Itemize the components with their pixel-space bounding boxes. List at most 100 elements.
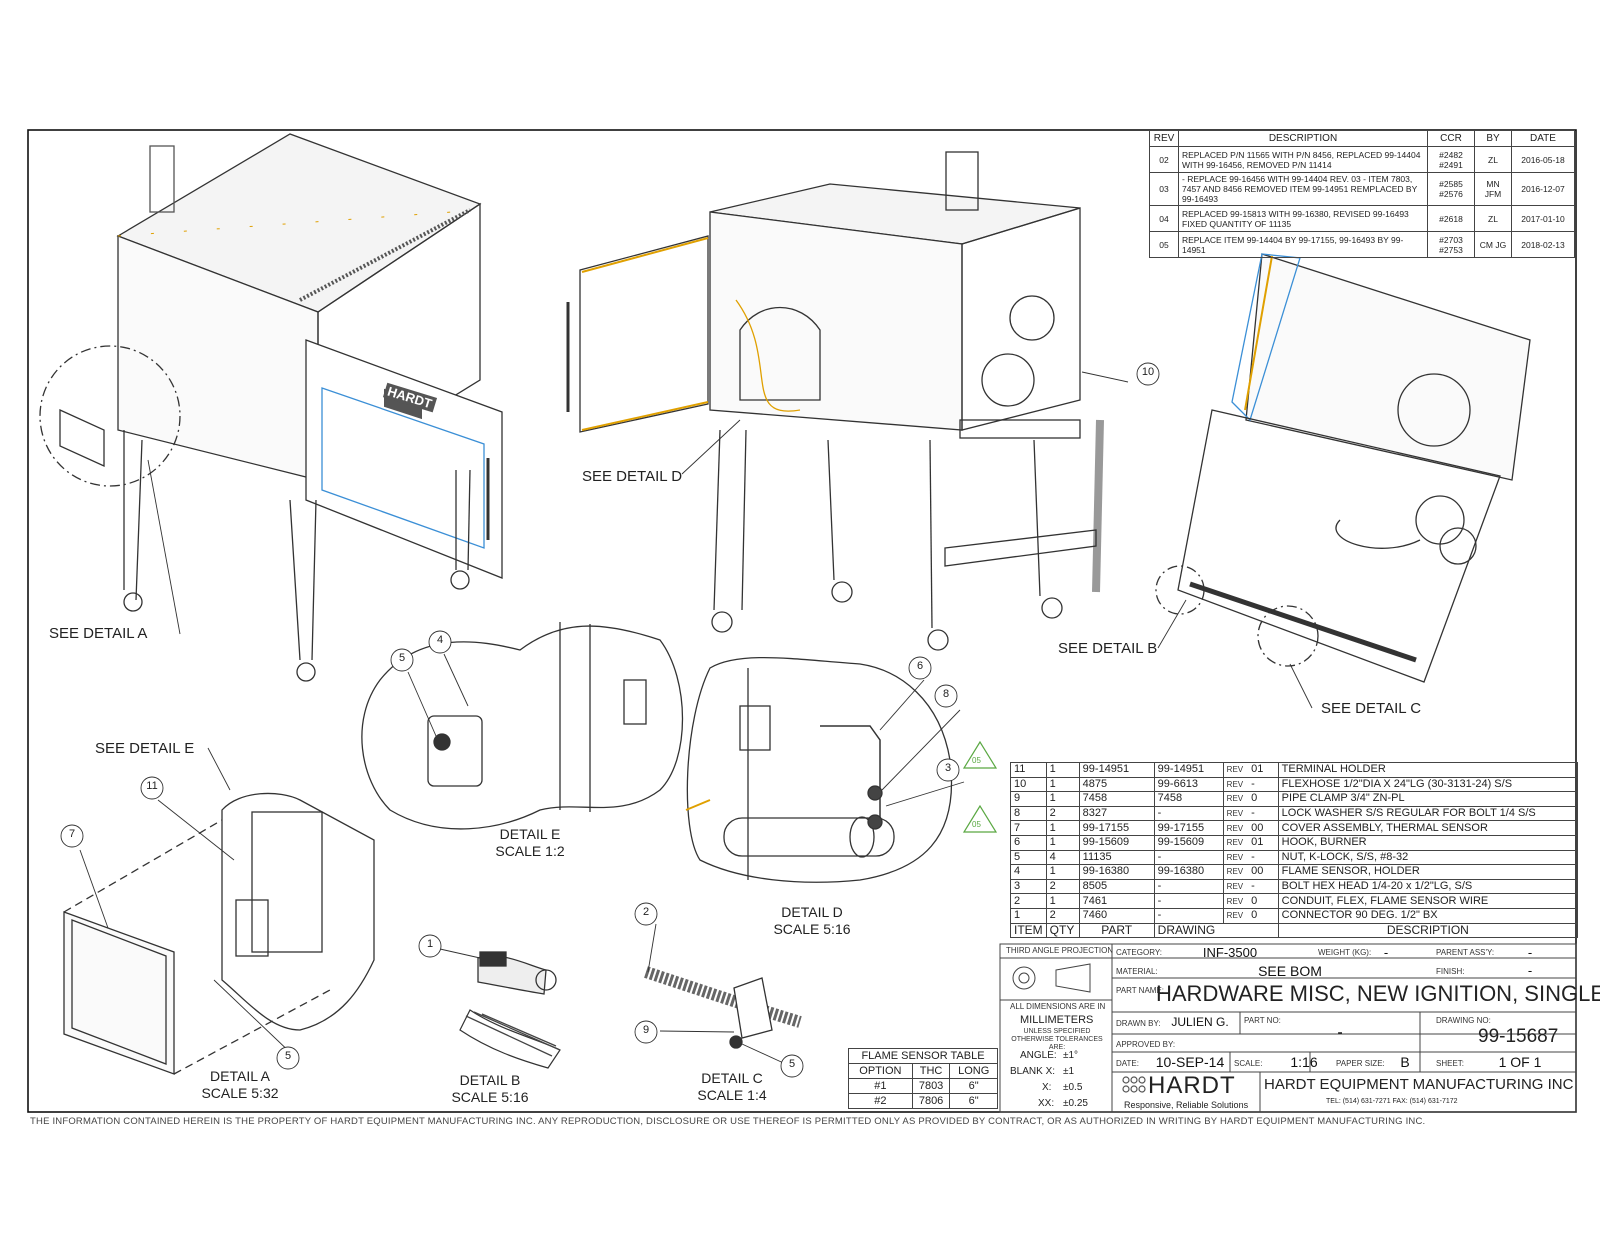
date-value: 10-SEP-14: [1155, 1054, 1225, 1070]
bom-qty: 1: [1045, 834, 1080, 851]
ccr-header: CCR: [1427, 130, 1475, 147]
bom-description: FLEXHOSE 1/2"DIA X 24"LG (30-3131-24) S/…: [1277, 776, 1579, 793]
bom-rev-label: REV: [1226, 823, 1244, 833]
category-value: INF-3500: [1202, 945, 1258, 960]
blank-tolerance: ±1: [1063, 1066, 1075, 1077]
bom-qty: 2: [1045, 805, 1080, 822]
bom-part: 7458: [1078, 791, 1155, 807]
bom-drawing-header: DRAWING: [1153, 922, 1279, 939]
bom-drawing: 99-17155: [1153, 820, 1224, 836]
see-detail-e-callout: SEE DETAIL E: [95, 740, 195, 757]
see-detail-b-callout: SEE DETAIL B: [1058, 640, 1158, 657]
bom-item: 3: [1010, 878, 1047, 895]
bom-rev-value: 00: [1251, 865, 1264, 878]
bom-qty: 4: [1045, 849, 1080, 866]
bom-rev-value: 0: [1251, 894, 1258, 907]
description-header: DESCRIPTION: [1178, 130, 1428, 147]
bom-item: 10: [1010, 776, 1047, 793]
bom-rev: REV-: [1222, 776, 1279, 793]
rev-by: MN JFM: [1474, 172, 1512, 206]
bom-drawing: 99-6613: [1153, 776, 1224, 793]
bom-rev-value: -: [1251, 777, 1255, 790]
rev-date: 2017-01-10: [1511, 205, 1575, 232]
parent-value: -: [1527, 945, 1533, 960]
balloon-8: 8: [942, 688, 950, 700]
bom-qty: 2: [1045, 878, 1080, 895]
bom-item: 1: [1010, 907, 1047, 924]
bom-rev-label: REV: [1226, 852, 1244, 862]
bom-qty: 1: [1045, 820, 1080, 836]
drawingno-label: DRAWING NO:: [1436, 1016, 1491, 1025]
sensor-header: LONG: [949, 1063, 998, 1079]
angle-label: ANGLE:: [1020, 1050, 1057, 1061]
bom-part: 7461: [1078, 893, 1155, 909]
finish-label: FINISH:: [1436, 967, 1465, 976]
balloon-circles: [60, 362, 1160, 1078]
bom-item: 8: [1010, 805, 1047, 822]
bom-rev-value: 0: [1251, 909, 1258, 922]
scale-value: 1:16: [1290, 1054, 1318, 1070]
category-label: CATEGORY:: [1116, 948, 1162, 957]
rev-date: 2016-12-07: [1511, 172, 1575, 206]
bom-part: 99-17155: [1078, 820, 1155, 836]
dims-note: ALL DIMENSIONS ARE IN: [1010, 1002, 1106, 1011]
bom-drawing: 7458: [1153, 791, 1224, 807]
bom-item: 2: [1010, 893, 1047, 909]
balloon-3: 3: [944, 762, 952, 774]
revision-flag: 05: [972, 820, 981, 829]
detail-c-graphic: [644, 966, 802, 1049]
hardt-logo-icon: [1122, 1076, 1146, 1093]
balloon-10: 10: [1141, 366, 1155, 378]
rev-description: REPLACED 99-15813 WITH 99-16380, REVISED…: [1178, 205, 1428, 232]
sensor-cell: 7803: [911, 1078, 951, 1094]
flame-sensor-table-title: FLAME SENSOR TABLE: [848, 1048, 998, 1064]
company-contact: TEL: (514) 631-7271 FAX: (514) 631-7172: [1326, 1098, 1458, 1105]
rev-description: REPLACE ITEM 99-14404 BY 99-17155, 99-16…: [1178, 231, 1428, 258]
bom-qty: 1: [1045, 776, 1080, 793]
by-header: BY: [1474, 130, 1512, 147]
x-tolerance: ±0.5: [1063, 1082, 1083, 1093]
bom-rev-label: REV: [1226, 882, 1244, 892]
bom-description: CONNECTOR 90 DEG. 1/2" BX: [1277, 907, 1579, 924]
bom-item: 6: [1010, 834, 1047, 851]
rev-ccr: #2482 #2491: [1427, 146, 1475, 173]
oven-view-right: [1155, 253, 1531, 683]
see-detail-a-callout: SEE DETAIL A: [49, 625, 148, 642]
rev-description: - REPLACE 99-16456 WITH 99-14404 REV. 03…: [1178, 172, 1428, 206]
balloon-9: 9: [642, 1024, 650, 1036]
bom-description: COVER ASSEMBLY, THERMAL SENSOR: [1277, 820, 1579, 836]
bom-description: HOOK, BURNER: [1277, 834, 1579, 851]
bom-item: 9: [1010, 791, 1047, 807]
sensor-row: #1 7803 6": [848, 1078, 998, 1094]
bom-description: BOLT HEX HEAD 1/4-20 x 1/2"LG, S/S: [1277, 878, 1579, 895]
revision-row: 05 REPLACE ITEM 99-14404 BY 99-17155, 99…: [1149, 231, 1575, 258]
paper-label: PAPER SIZE:: [1336, 1059, 1385, 1068]
sensor-header: THC: [911, 1063, 951, 1079]
sheet-value: 1 OF 1: [1498, 1054, 1542, 1070]
bom-qty-header: QTY: [1045, 922, 1080, 939]
bom-rev-value: 01: [1251, 763, 1264, 776]
sensor-cell: 6": [949, 1093, 998, 1109]
balloon-1: 1: [426, 938, 434, 950]
proprietary-notice: THE INFORMATION CONTAINED HEREIN IS THE …: [30, 1116, 1426, 1127]
bom-rev-label: REV: [1226, 911, 1244, 921]
bom-drawing: 99-16380: [1153, 864, 1224, 880]
bom-part: 7460: [1078, 907, 1155, 924]
rev-cell: 03: [1149, 172, 1179, 206]
sensor-cell: 6": [949, 1078, 998, 1094]
bom-drawing: -: [1153, 893, 1224, 909]
rev-cell: 05: [1149, 231, 1179, 258]
detail-e-graphic: [361, 622, 684, 830]
partname-label: PART NAME:: [1116, 986, 1165, 995]
finish-value: -: [1527, 963, 1533, 978]
bom-part: 4875: [1078, 776, 1155, 793]
